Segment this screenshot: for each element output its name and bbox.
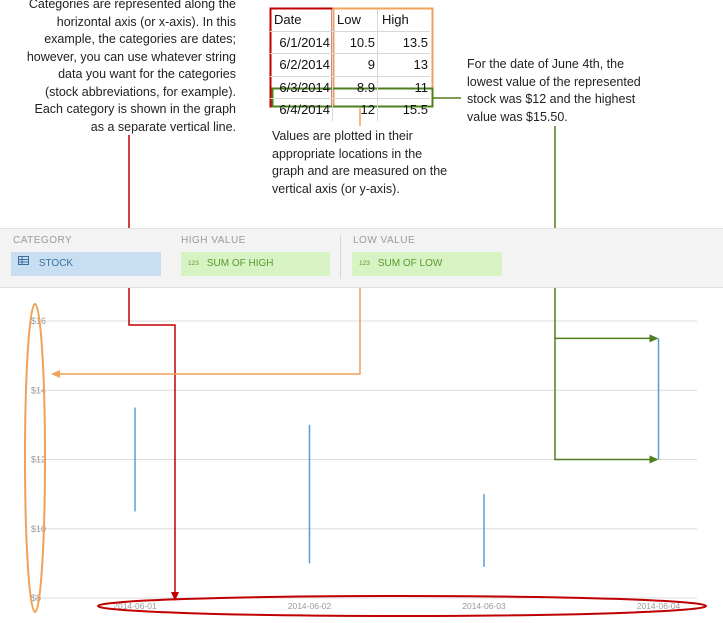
- values-annotation-line: vertical axis (or y-axis).: [272, 181, 400, 196]
- values-annotation: Values are plotted in their appropriate l…: [272, 128, 462, 198]
- cell-low: 10.5: [332, 30, 378, 54]
- category-field-name: STOCK: [38, 258, 74, 269]
- high-low-series: [134, 338, 660, 567]
- y-tick-label: $10: [31, 524, 46, 534]
- category-field-pill[interactable]: STOCK: [11, 252, 161, 276]
- y-tick-label: $16: [31, 316, 46, 326]
- high-value-well-label: HIGH VALUE: [181, 235, 246, 246]
- cell-date: 6/2/2014: [270, 53, 333, 76]
- low-arrowhead: [649, 455, 659, 464]
- categories-annotation-line: data you want for the categories: [58, 67, 236, 81]
- x-tick-label: 2014-06-03: [462, 601, 506, 611]
- values-annotation-line: Values are plotted in their: [272, 129, 413, 143]
- header-low: Low: [332, 9, 378, 31]
- value-connector: [60, 284, 361, 375]
- x-tick-label: 2014-06-01: [113, 601, 157, 611]
- cell-high: 13: [377, 53, 430, 76]
- example-bracket: [554, 337, 654, 461]
- y-axis-ticks: $8 $10 $12 $14 $16: [31, 316, 46, 603]
- low-value-field-name: SUM OF LOW: [377, 258, 443, 269]
- y-tick-label: $12: [31, 455, 46, 465]
- header-high: High: [377, 9, 430, 31]
- category-well-label: CATEGORY: [13, 235, 73, 246]
- june-4th-annotation-line: value was $15.50.: [467, 109, 568, 124]
- field-wells-bar: CATEGORY STOCK HIGH VALUE 123 SUM OF HIGH…: [0, 228, 723, 288]
- well-divider: [340, 235, 341, 279]
- values-annotation-line: graph and are measured on the: [272, 164, 448, 178]
- categories-annotation-line: example, the categories are dates;: [44, 32, 236, 46]
- cell-high: 15.5: [377, 98, 430, 121]
- value-arrowhead: [51, 370, 60, 378]
- x-axis-highlight: [97, 595, 707, 617]
- categories-annotation: Categories are represented along the hori…: [0, 0, 236, 136]
- x-tick-label: 2014-06-02: [288, 601, 332, 611]
- category-connector: [128, 135, 176, 592]
- high-value-field-pill[interactable]: 123 SUM OF HIGH: [181, 252, 330, 276]
- june-4th-annotation-line: For the date of June 4th, the: [467, 57, 625, 71]
- categories-annotation-line: as a separate vertical line.: [90, 119, 236, 134]
- table-field-icon: [18, 256, 31, 267]
- cell-date: 6/3/2014: [270, 75, 333, 99]
- cell-low: 9: [332, 53, 378, 76]
- june-4th-annotation-line: lowest value of the represented: [467, 74, 641, 89]
- y-tick-label: $8: [31, 593, 41, 603]
- categories-annotation-line: Categories are represented along the: [28, 0, 236, 11]
- numeric-field-icon: 123: [359, 260, 370, 267]
- june-4th-annotation-line: stock was $12 and the highest: [467, 92, 636, 106]
- cell-date: 6/4/2014: [270, 98, 333, 121]
- categories-annotation-line: Each category is shown in the graph: [34, 102, 236, 116]
- category-arrowhead: [171, 592, 179, 601]
- high-arrowhead: [649, 334, 659, 343]
- y-axis-highlight: [24, 303, 46, 613]
- cell-high: 11: [377, 75, 430, 99]
- x-axis-ticks: 2014-06-01 2014-06-02 2014-06-03 2014-06-04: [113, 601, 680, 611]
- y-tick-label: $14: [31, 385, 46, 395]
- cell-low: 8.9: [332, 75, 378, 99]
- low-value-well-label: LOW VALUE: [353, 235, 416, 246]
- cell-date: 6/1/2014: [270, 30, 333, 54]
- header-date: Date: [274, 12, 302, 28]
- cell-low: 12: [332, 98, 378, 121]
- cell-high: 13.5: [377, 30, 430, 54]
- numeric-field-icon: 123: [188, 260, 199, 267]
- x-tick-label: 2014-06-04: [637, 601, 681, 611]
- high-value-field-name: SUM OF HIGH: [206, 258, 274, 269]
- categories-annotation-line: however, you can use whatever string: [26, 49, 236, 64]
- categories-annotation-line: horizontal axis (or x-axis). In this: [56, 14, 236, 29]
- categories-annotation-line: (stock abbreviations, for example).: [44, 84, 236, 99]
- june-4th-annotation: For the date of June 4th, the lowest valu…: [467, 56, 667, 126]
- values-annotation-line: appropriate locations in the: [272, 146, 423, 161]
- low-value-field-pill[interactable]: 123 SUM OF LOW: [352, 252, 502, 276]
